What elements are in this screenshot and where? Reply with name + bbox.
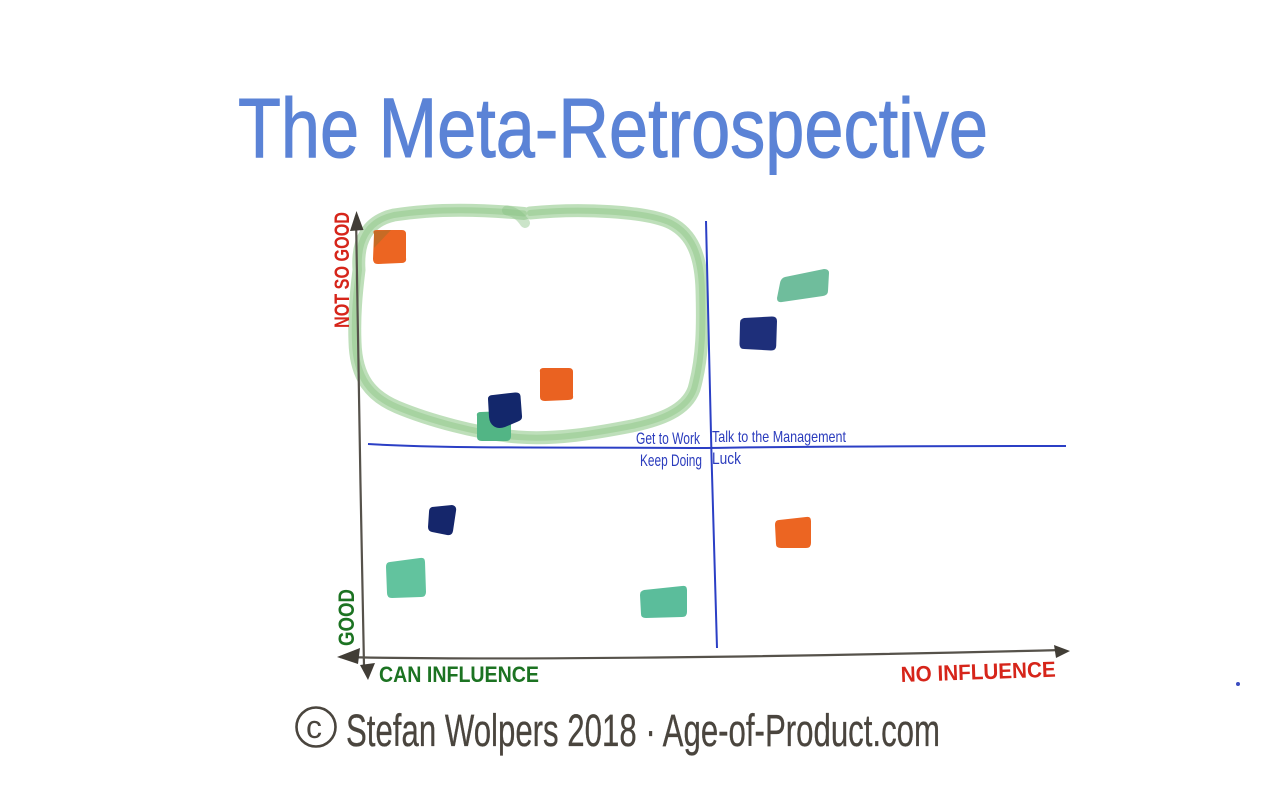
svg-text:Keep Doing: Keep Doing — [640, 451, 702, 470]
svg-text:Get to Work: Get to Work — [636, 429, 700, 448]
svg-text:Stefan Wolpers 2018 · Age-of-P: Stefan Wolpers 2018 · Age-of-Product.com — [346, 705, 940, 756]
svg-text:GOOD: GOOD — [334, 589, 359, 646]
svg-text:CAN INFLUENCE: CAN INFLUENCE — [379, 662, 539, 687]
svg-text:Luck: Luck — [712, 449, 741, 468]
svg-text:NO INFLUENCE: NO INFLUENCE — [900, 657, 1056, 687]
svg-text:The Meta-Retrospective: The Meta-Retrospective — [238, 81, 988, 175]
svg-text:NOT SO GOOD: NOT SO GOOD — [331, 212, 354, 328]
svg-text:Talk to the Management: Talk to the Management — [712, 429, 846, 446]
svg-text:c: c — [306, 709, 322, 745]
